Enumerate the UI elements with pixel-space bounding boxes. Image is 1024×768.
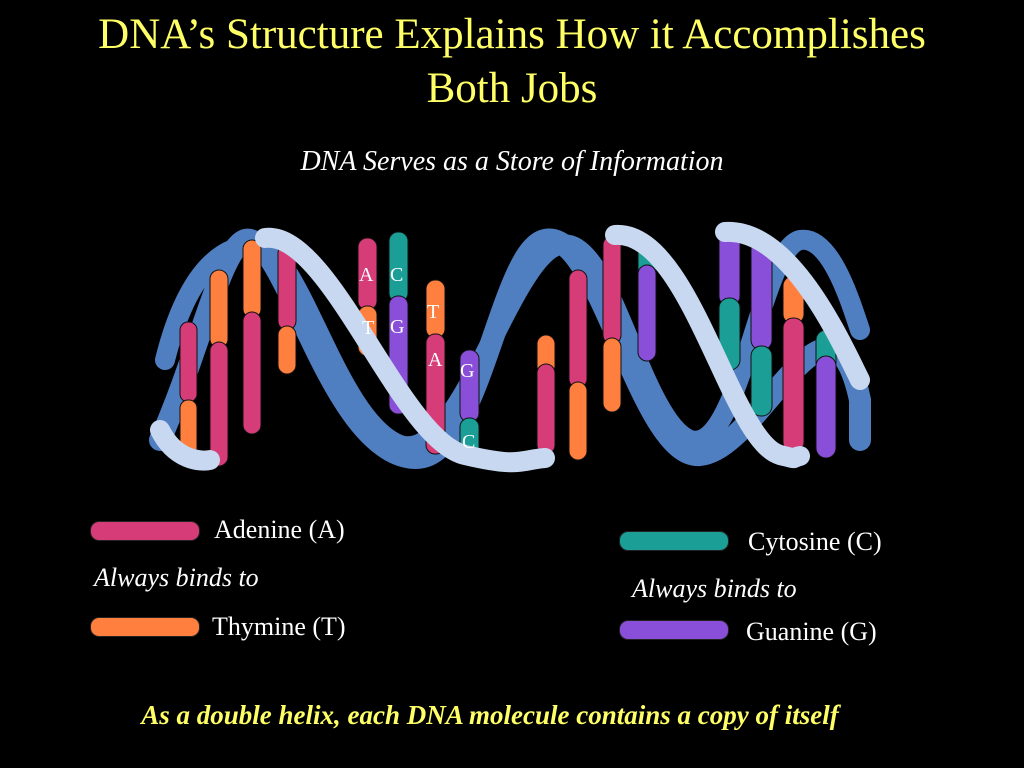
base-guanine (637, 264, 657, 362)
guanine-swatch (619, 620, 729, 640)
base-letter: A (428, 349, 443, 371)
backbone-front-strand-a (255, 227, 555, 473)
base-cytosine (750, 345, 773, 417)
title-line-1: DNA’s Structure Explains How it Accompli… (98, 11, 926, 58)
base-adenine (536, 363, 556, 455)
base-thymine (568, 381, 588, 461)
slide-subtitle: DNA Serves as a Store of Information (300, 146, 724, 177)
relation-left: Always binds to (94, 563, 259, 592)
base-thymine (209, 269, 229, 349)
thymine-label: Thymine (T) (212, 612, 346, 641)
base-thymine (602, 337, 622, 413)
base-thymine (277, 325, 297, 375)
backbone-front-strand-c (605, 225, 810, 469)
base-pairs (179, 229, 837, 467)
title-line-2: Both Jobs (426, 65, 598, 112)
slide-title: DNA’s Structure Explains How it Accompli… (0, 8, 1024, 116)
base-adenine (179, 321, 198, 403)
relation-right: Always binds to (632, 574, 797, 603)
adenine-swatch (90, 521, 200, 541)
cytosine-label: Cytosine (C) (748, 527, 882, 556)
base-guanine (815, 355, 837, 459)
footer-caption: As a double helix, each DNA molecule con… (141, 700, 839, 730)
base-letter: T (427, 301, 439, 323)
base-letter: C (462, 431, 475, 453)
base-letter: G (390, 316, 404, 338)
base-letter: T (362, 317, 374, 339)
base-adenine (782, 317, 805, 453)
cytosine-swatch (619, 531, 729, 551)
backbone-front-strand-b (150, 420, 220, 471)
base-letter: G (460, 360, 474, 382)
base-adenine (209, 341, 229, 467)
thymine-swatch (90, 617, 200, 637)
base-adenine (242, 311, 262, 435)
backbone-front-strand-d (715, 222, 870, 390)
base-adenine (568, 269, 588, 389)
base-adenine (602, 235, 622, 345)
base-letter: C (390, 264, 403, 286)
guanine-label: Guanine (G) (746, 617, 877, 646)
adenine-label: Adenine (A) (214, 515, 345, 544)
base-letter: A (359, 264, 374, 286)
